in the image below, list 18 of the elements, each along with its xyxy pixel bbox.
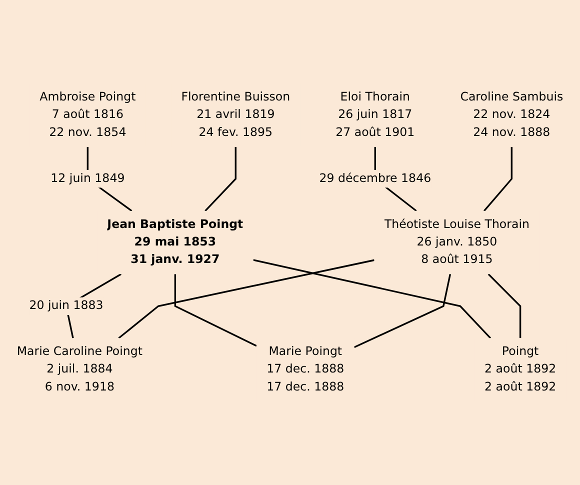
- node-text: Eloi Thorain 26 juin 1817 27 août 1901: [336, 90, 415, 140]
- node-text: Marie Caroline Poingt 2 juil. 1884 6 nov. 1918: [16, 344, 143, 394]
- connector: [204, 146, 236, 212]
- connector: [354, 274, 452, 348]
- connector: [253, 259, 492, 339]
- connector: [483, 146, 513, 212]
- node-text: Ambroise Poingt 7 août 1816 22 nov. 1854: [40, 90, 136, 140]
- edge-label: 20 juin 1883: [29, 298, 104, 312]
- node-text: Caroline Sambuis 22 nov. 1824 24 nov. 1888: [460, 90, 564, 140]
- node-text: Théotiste Louise Thorain 26 janv. 1850 8 août 1915: [384, 218, 530, 267]
- node-text: Poingt 2 août 1892 2 août 1892: [484, 344, 556, 394]
- connector: [118, 259, 374, 339]
- edge-label: 12 juin 1849: [50, 172, 125, 186]
- node-text: Florentine Buisson 21 avril 1819 24 fev. 1895: [181, 90, 290, 140]
- edge-label: 29 décembre 1846: [319, 172, 432, 186]
- connector: [488, 274, 522, 338]
- node-text: Marie Poingt 17 dec. 1888 17 dec. 1888: [266, 344, 344, 394]
- connector: [174, 274, 257, 347]
